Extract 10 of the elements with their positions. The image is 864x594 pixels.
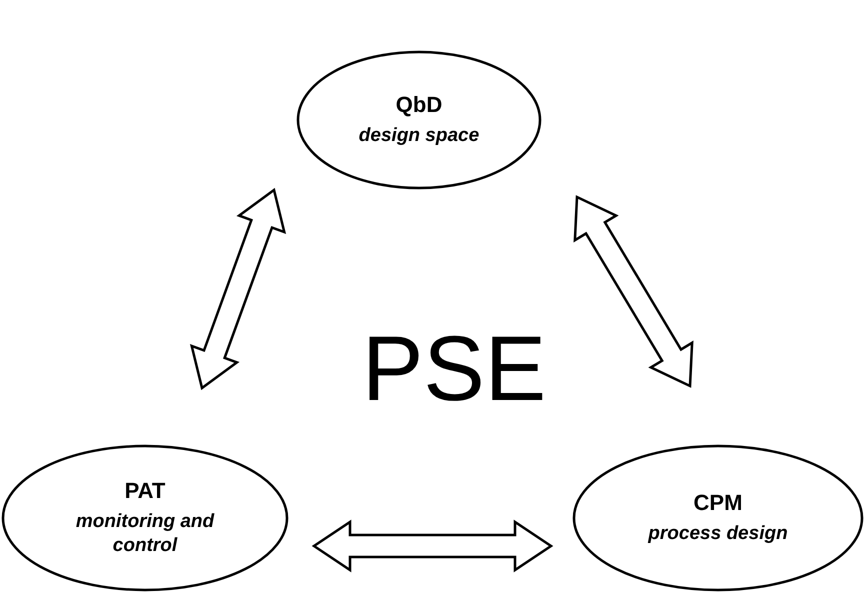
node-title: CPM <box>694 490 742 516</box>
block-arrow <box>574 195 694 388</box>
node-subtitle: design space <box>358 124 480 148</box>
node-subtitle: monitoring and control <box>74 510 216 558</box>
center-label: PSE <box>362 323 546 415</box>
node-subtitle: process design <box>648 522 788 546</box>
node-title: QbD <box>396 92 442 118</box>
block-arrow <box>190 188 286 390</box>
node-title: PAT <box>124 478 166 504</box>
block-arrow <box>312 520 554 572</box>
